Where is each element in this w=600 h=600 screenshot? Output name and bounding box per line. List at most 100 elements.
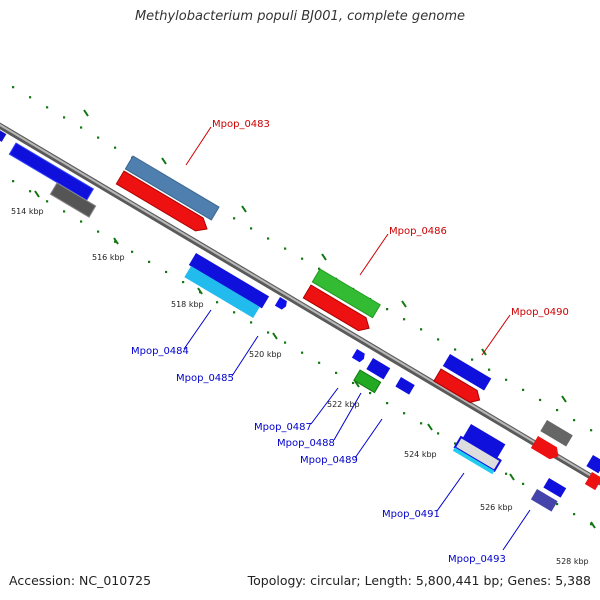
guide-dot (114, 240, 117, 243)
guide-dot (318, 361, 321, 364)
tick-marks (34, 109, 596, 529)
guide-dot (216, 301, 219, 304)
guide-dot (148, 260, 151, 263)
guide-dot (505, 472, 508, 475)
gene-mpop-0486-green[interactable] (311, 268, 381, 319)
gene-arrow[interactable] (586, 455, 600, 474)
guide-dot (505, 378, 508, 381)
guide-dot (590, 429, 593, 432)
gene-mpop-0485[interactable] (274, 297, 289, 311)
gene-arrow[interactable] (543, 478, 567, 498)
gene-mpop-0484-cyan[interactable] (184, 266, 260, 319)
gene-label-mpop-0485[interactable]: Mpop_0485 (176, 373, 234, 384)
guide-dot (284, 247, 287, 250)
guide-dot (522, 482, 525, 485)
gene-mpop-0486[interactable] (302, 284, 373, 335)
gene-mpop-0483-upper[interactable] (124, 155, 220, 221)
guide-dot (420, 328, 423, 331)
gene-arrow[interactable] (442, 354, 492, 391)
tick-label-528kbp: 528 kbp (556, 557, 589, 566)
tick-label-516kbp: 516 kbp (92, 253, 125, 262)
tick-label-518kbp: 518 kbp (171, 300, 204, 309)
guide-dot (590, 523, 593, 526)
gene-mpop-0487[interactable] (366, 358, 391, 380)
gene-label-mpop-0483[interactable]: Mpop_0483 (212, 119, 270, 130)
guide-dot (80, 220, 83, 223)
gene-mpop-0484[interactable] (188, 252, 270, 309)
guide-dot (46, 200, 49, 203)
gene-arrow[interactable] (540, 420, 573, 447)
gene-label-mpop-0493[interactable]: Mpop_0493 (448, 554, 506, 565)
guide-dot (556, 502, 559, 506)
gene-label-mpop-0491[interactable]: Mpop_0491 (382, 509, 440, 520)
guide-dot (233, 217, 236, 220)
gene-label-mpop-0488[interactable]: Mpop_0488 (277, 438, 335, 449)
genome-backbone-highlight (0, 123, 600, 483)
guide-dot (386, 402, 389, 405)
tick-label-524kbp: 524 kbp (404, 450, 437, 459)
gene-arrow[interactable] (49, 182, 97, 218)
gene-arrow[interactable] (530, 436, 562, 462)
gene-label-mpop-0490[interactable]: Mpop_0490 (511, 307, 569, 318)
guide-dot (97, 230, 100, 233)
gene-label-mpop-0486[interactable]: Mpop_0486 (389, 226, 447, 237)
gene-arrow[interactable] (0, 128, 7, 142)
guide-dot (437, 338, 440, 341)
gene-label-mpop-0487[interactable]: Mpop_0487 (254, 422, 312, 433)
gene-mpop-0493[interactable] (530, 489, 558, 512)
guide-dot (539, 398, 542, 402)
gene-label-mpop-0489[interactable]: Mpop_0489 (300, 455, 358, 466)
map-title: Methylobacterium populi BJ001, complete … (134, 9, 466, 24)
guide-dot (471, 358, 474, 361)
guide-dot (352, 381, 355, 385)
tick-label-514kbp: 514 kbp (11, 207, 44, 216)
guide-dot (29, 96, 32, 99)
guide-dot (437, 432, 440, 435)
guide-dot (318, 267, 321, 270)
label-leaders-forward (185, 126, 511, 356)
tick-label-526kbp: 526 kbp (480, 503, 513, 512)
guide-dot (301, 351, 304, 354)
guide-dot (573, 419, 576, 422)
guide-dot (420, 422, 423, 425)
guide-dot (369, 391, 372, 395)
guide-dot (12, 86, 15, 89)
tick-label-522kbp: 522 kbp (327, 400, 360, 409)
guide-dot (267, 237, 270, 240)
gene-mpop-0491-upper[interactable] (462, 424, 506, 459)
guide-dot (556, 408, 559, 412)
gene-arrow[interactable] (351, 349, 367, 363)
gene-arrow[interactable] (584, 472, 600, 491)
guide-dot (335, 371, 338, 374)
guide-dot (131, 250, 134, 253)
guide-dot (454, 442, 457, 445)
guide-dot (301, 257, 304, 260)
guide-dot (267, 331, 270, 334)
guide-dot (182, 280, 185, 284)
guide-dot (403, 412, 406, 415)
guide-dot (573, 513, 576, 516)
gene-arrow[interactable] (8, 142, 95, 201)
gene-mpop-0483[interactable] (115, 170, 211, 235)
guide-dot (29, 190, 32, 193)
label-leaders-reverse (183, 309, 531, 551)
gene-mpop-0491[interactable] (452, 435, 502, 475)
guide-dot (250, 321, 253, 324)
guide-dot (165, 270, 168, 274)
topology-text: Topology: circular; Length: 5,800,441 bp… (247, 573, 591, 588)
guide-dot (403, 318, 406, 321)
guide-dot (284, 341, 287, 344)
guide-dot (386, 308, 389, 311)
gene-label-mpop-0484[interactable]: Mpop_0484 (131, 346, 189, 357)
gene-mpop-0490[interactable] (433, 368, 483, 406)
guide-dot (46, 106, 49, 109)
guide-dot (80, 126, 83, 129)
guide-dot (488, 368, 491, 371)
guide-dot (97, 136, 100, 139)
guide-dot (63, 210, 66, 213)
gene-mpop-0489[interactable] (395, 377, 415, 395)
gene-mpop-0488[interactable] (353, 369, 382, 394)
guide-dot (454, 348, 457, 351)
accession-text: Accession: NC_010725 (9, 573, 152, 588)
